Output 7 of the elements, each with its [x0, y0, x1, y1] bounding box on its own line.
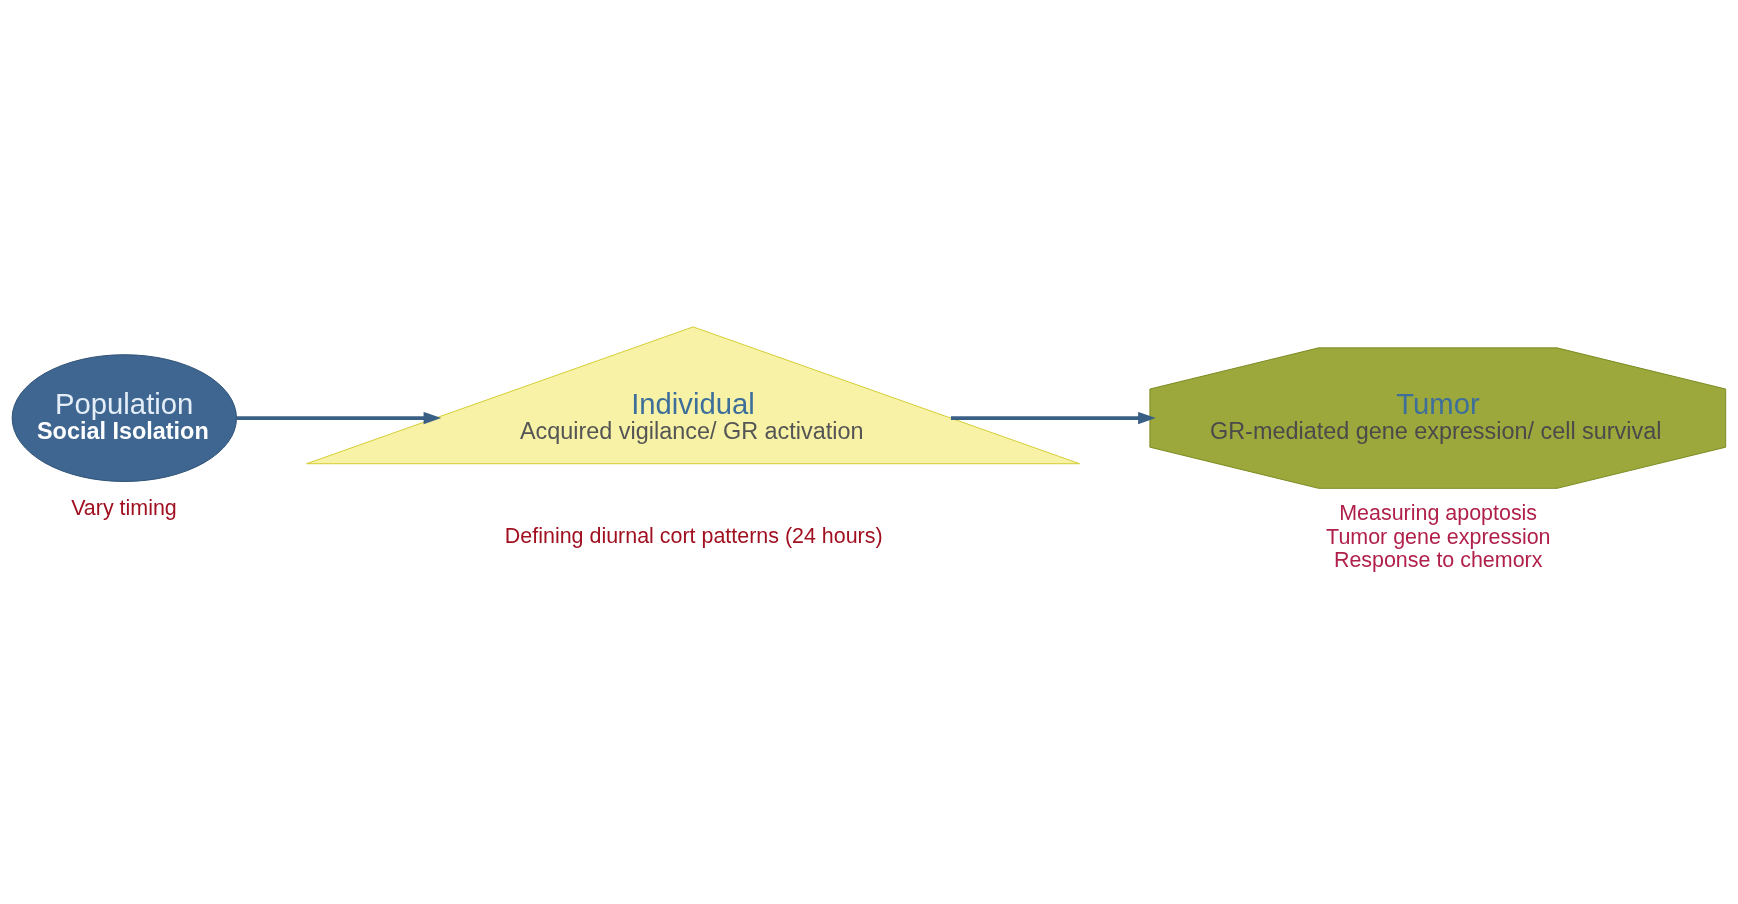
node-label: Tumor gene expression [1326, 524, 1551, 549]
node-label: Defining diurnal cort patterns (24 hours) [504, 523, 883, 548]
node-label: Vary timing [71, 496, 177, 521]
node-label: Measuring apoptosis [1339, 501, 1538, 526]
arrow [951, 411, 1156, 425]
arrow [236, 411, 442, 425]
node-ellipse: Population Social Isolation [11, 354, 237, 482]
